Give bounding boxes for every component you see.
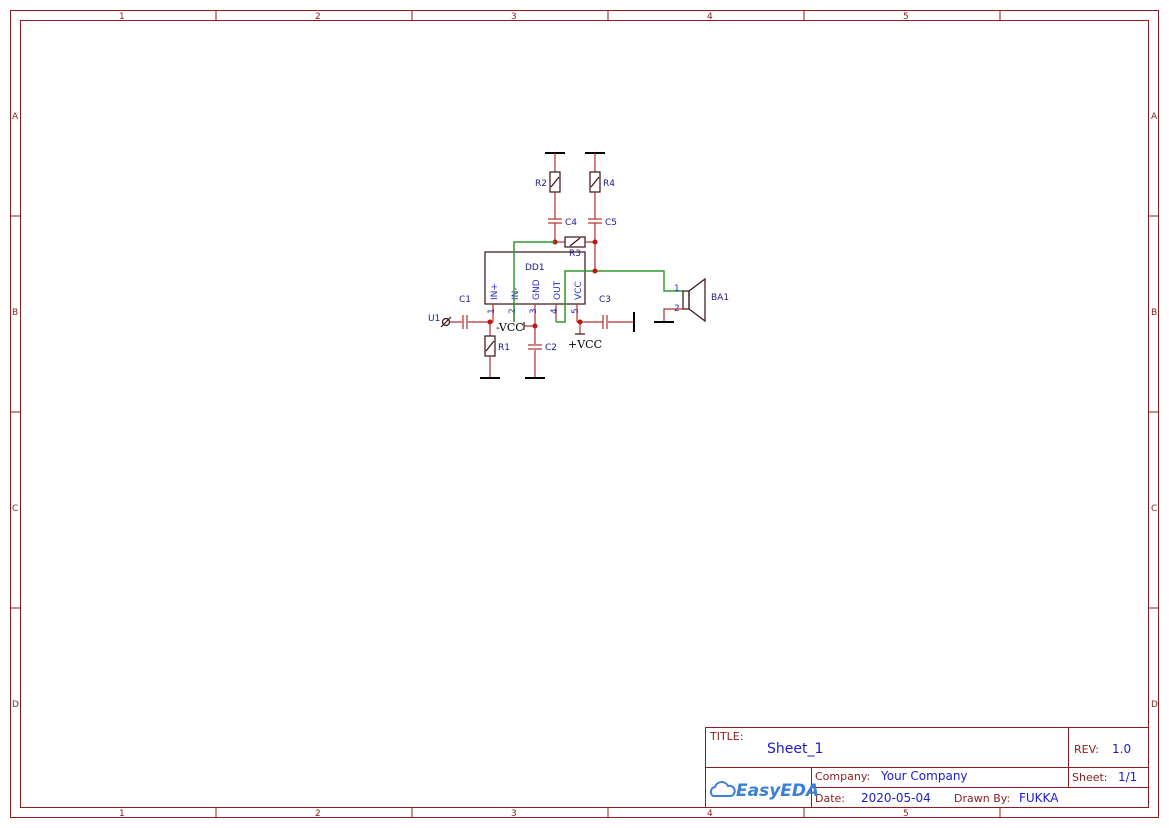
wire-out bbox=[556, 270, 683, 323]
r1-ref: R1 bbox=[498, 343, 510, 353]
ba1-body[interactable] bbox=[682, 290, 690, 310]
r3-ref: R3 bbox=[569, 249, 581, 259]
u1-terminal[interactable] bbox=[441, 317, 451, 327]
c3-ref: C3 bbox=[599, 295, 611, 305]
c2-ref: C2 bbox=[545, 343, 557, 353]
neg-vcc-label: -VCC bbox=[496, 321, 524, 334]
row-label-left-d: D bbox=[12, 700, 19, 710]
date-label: Date: bbox=[815, 792, 845, 805]
col-label-top-2: 2 bbox=[315, 12, 321, 22]
rev-label: REV: bbox=[1074, 743, 1099, 756]
r4-ref: R4 bbox=[603, 179, 615, 189]
col-label-top-5: 5 bbox=[903, 12, 909, 22]
sheet-label: Sheet: bbox=[1072, 771, 1108, 784]
dd1-pin-name-1: IN+ bbox=[490, 283, 500, 300]
title-block: TITLE: Sheet_1 REV: 1.0 Company: Your Co… bbox=[705, 727, 1149, 808]
easyeda-logo: EasyEDA bbox=[709, 781, 819, 801]
col-label-top-1: 1 bbox=[119, 12, 125, 22]
company-label: Company: bbox=[815, 770, 870, 783]
title-label: TITLE: bbox=[709, 730, 743, 743]
wire-in-minus bbox=[513, 241, 555, 322]
company-value: Your Company bbox=[880, 769, 968, 783]
col-label-top-3: 3 bbox=[511, 12, 517, 22]
dd1-pin-name-4: OUT bbox=[553, 280, 563, 300]
drawn-by-label: Drawn By: bbox=[954, 792, 1010, 805]
ba1-pin-1: 1 bbox=[674, 284, 680, 294]
row-label-right-c: C bbox=[1151, 504, 1157, 514]
c1-ref: C1 bbox=[459, 295, 471, 305]
logo-text: EasyEDA bbox=[736, 781, 819, 801]
cloud-icon bbox=[709, 781, 736, 797]
drawn-by-value: FUKKA bbox=[1019, 791, 1059, 805]
col-label-bottom-5: 5 bbox=[903, 809, 909, 819]
date-value: 2020-05-04 bbox=[861, 791, 931, 805]
dd1-ref: DD1 bbox=[525, 263, 545, 273]
c5-ref: C5 bbox=[605, 218, 617, 228]
dd1-pin-num-2: 2 bbox=[508, 308, 518, 314]
col-label-bottom-4: 4 bbox=[707, 809, 713, 819]
row-label-left-b: B bbox=[12, 308, 18, 318]
col-label-bottom-2: 2 bbox=[315, 809, 321, 819]
r2-ref: R2 bbox=[535, 179, 547, 189]
dd1-pin-name-5: VCC bbox=[574, 281, 584, 300]
row-label-left-a: A bbox=[12, 112, 19, 122]
rev-value: 1.0 bbox=[1112, 742, 1131, 756]
outer-border bbox=[10, 10, 1159, 818]
column-ticks bbox=[215, 10, 1001, 818]
circuit: DD1 IN+ IN- GND OUT VCC 1 2 3 4 5 U1 C1 … bbox=[428, 152, 729, 379]
inner-border bbox=[20, 20, 1149, 808]
col-label-top-4: 4 bbox=[707, 12, 713, 22]
sheet-value: 1/1 bbox=[1118, 770, 1137, 784]
dd1-pin-name-2: IN- bbox=[511, 287, 521, 300]
c4-ref: C4 bbox=[565, 218, 577, 228]
pos-vcc-label: +VCC bbox=[568, 338, 602, 351]
row-label-left-c: C bbox=[12, 504, 18, 514]
ba1-cone bbox=[688, 277, 706, 323]
dd1-pin-num-1: 1 bbox=[487, 308, 497, 314]
dd1-pin-num-3: 3 bbox=[529, 308, 539, 314]
row-label-right-d: D bbox=[1151, 700, 1158, 710]
col-label-bottom-3: 3 bbox=[511, 809, 517, 819]
row-label-right-a: A bbox=[1151, 112, 1158, 122]
dd1-pin-name-3: GND bbox=[532, 279, 542, 300]
row-label-right-b: B bbox=[1151, 308, 1157, 318]
col-label-bottom-1: 1 bbox=[119, 809, 125, 819]
row-ticks bbox=[10, 215, 1159, 609]
ba1-ref: BA1 bbox=[711, 293, 729, 303]
dd1-pin-num-5: 5 bbox=[571, 308, 581, 314]
title-value: Sheet_1 bbox=[767, 741, 823, 757]
u1-ref: U1 bbox=[428, 314, 440, 324]
dd1-pin-num-4: 4 bbox=[550, 308, 560, 314]
